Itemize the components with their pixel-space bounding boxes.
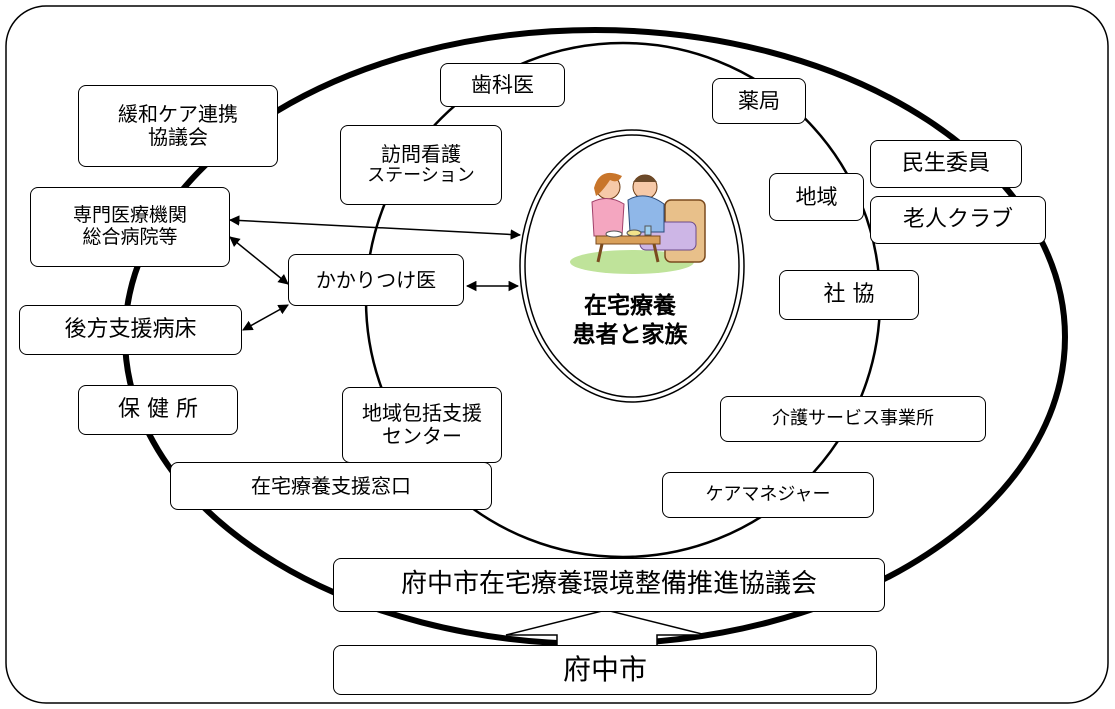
node-chiiki-houkatsu-line1: 地域包括支援 xyxy=(362,401,482,425)
arrow-kohou-kakaritsuke xyxy=(242,304,289,331)
node-zaitaku-madoguchi: 在宅療養支援窓口 xyxy=(170,462,492,510)
node-zaitaku-madoguchi-label: 在宅療養支援窓口 xyxy=(251,473,411,498)
node-care-manager-label: ケアマネジャー xyxy=(705,483,831,505)
center-ellipse-inner xyxy=(524,134,740,398)
node-houmon-kango-line1: 訪問看護 xyxy=(381,142,461,167)
node-kyougikai: 府中市在宅療養環境整備推進協議会 xyxy=(333,558,885,612)
node-kakaritsuke: かかりつけ医 xyxy=(288,254,464,306)
node-kanwa-care-line1: 緩和ケア連携 xyxy=(118,102,238,126)
center-line1: 在宅療養 xyxy=(584,293,676,319)
patient-family-illustration xyxy=(570,172,706,274)
node-houmon-kango: 訪問看護 ステーション xyxy=(340,125,502,205)
node-roujin-club-label: 老人クラブ xyxy=(902,207,1013,233)
arrow-senmon-kakaritsuke xyxy=(229,236,289,285)
support-arrow xyxy=(505,609,707,647)
node-minsei-iin: 民生委員 xyxy=(870,140,1022,188)
node-kanwa-care: 緩和ケア連携 協議会 xyxy=(78,85,278,167)
node-yakkyoku: 薬局 xyxy=(712,78,806,124)
node-fuchu-city-label: 府中市 xyxy=(562,652,647,686)
node-kaigo-service-label: 介護サービス事業所 xyxy=(772,407,934,429)
node-minsei-iin-label: 民生委員 xyxy=(901,151,990,177)
node-roujin-club: 老人クラブ xyxy=(870,196,1046,244)
node-chiiki-houkatsu: 地域包括支援 センター xyxy=(342,387,502,463)
node-chiiki-label: 地域 xyxy=(795,184,838,209)
node-kaigo-service: 介護サービス事業所 xyxy=(720,396,986,442)
node-shikai: 歯科医 xyxy=(440,63,565,107)
outer-frame xyxy=(5,5,1109,704)
node-chiiki: 地域 xyxy=(769,173,864,221)
node-hokenjo-label: 保 健 所 xyxy=(118,397,198,423)
node-fuchu-city: 府中市 xyxy=(333,645,877,695)
node-senmon-iryou-line2: 総合病院等 xyxy=(82,226,178,248)
node-shakyo: 社 協 xyxy=(779,270,919,320)
node-kanwa-care-line2: 協議会 xyxy=(148,125,208,149)
node-yakkyoku-label: 薬局 xyxy=(738,88,780,113)
node-kohou-shien: 後方支援病床 xyxy=(19,305,242,355)
node-care-manager: ケアマネジャー xyxy=(662,472,874,518)
arrow-senmon-center xyxy=(228,215,522,240)
center-label: 在宅療養 患者と家族 xyxy=(545,292,715,350)
node-senmon-iryou: 専門医療機関 総合病院等 xyxy=(30,187,230,267)
node-hokenjo: 保 健 所 xyxy=(78,385,238,435)
center-line2: 患者と家族 xyxy=(572,321,688,348)
node-kyougikai-label: 府中市在宅療養環境整備推進協議会 xyxy=(400,569,817,600)
node-shikai-label: 歯科医 xyxy=(471,72,534,97)
node-senmon-iryou-line1: 専門医療機関 xyxy=(72,204,187,227)
node-kohou-shien-label: 後方支援病床 xyxy=(64,317,197,343)
node-shakyo-label: 社 協 xyxy=(823,282,875,308)
node-houmon-kango-line2: ステーション xyxy=(367,165,475,187)
node-kakaritsuke-label: かかりつけ医 xyxy=(315,267,437,292)
node-chiiki-houkatsu-line2: センター xyxy=(382,424,462,448)
